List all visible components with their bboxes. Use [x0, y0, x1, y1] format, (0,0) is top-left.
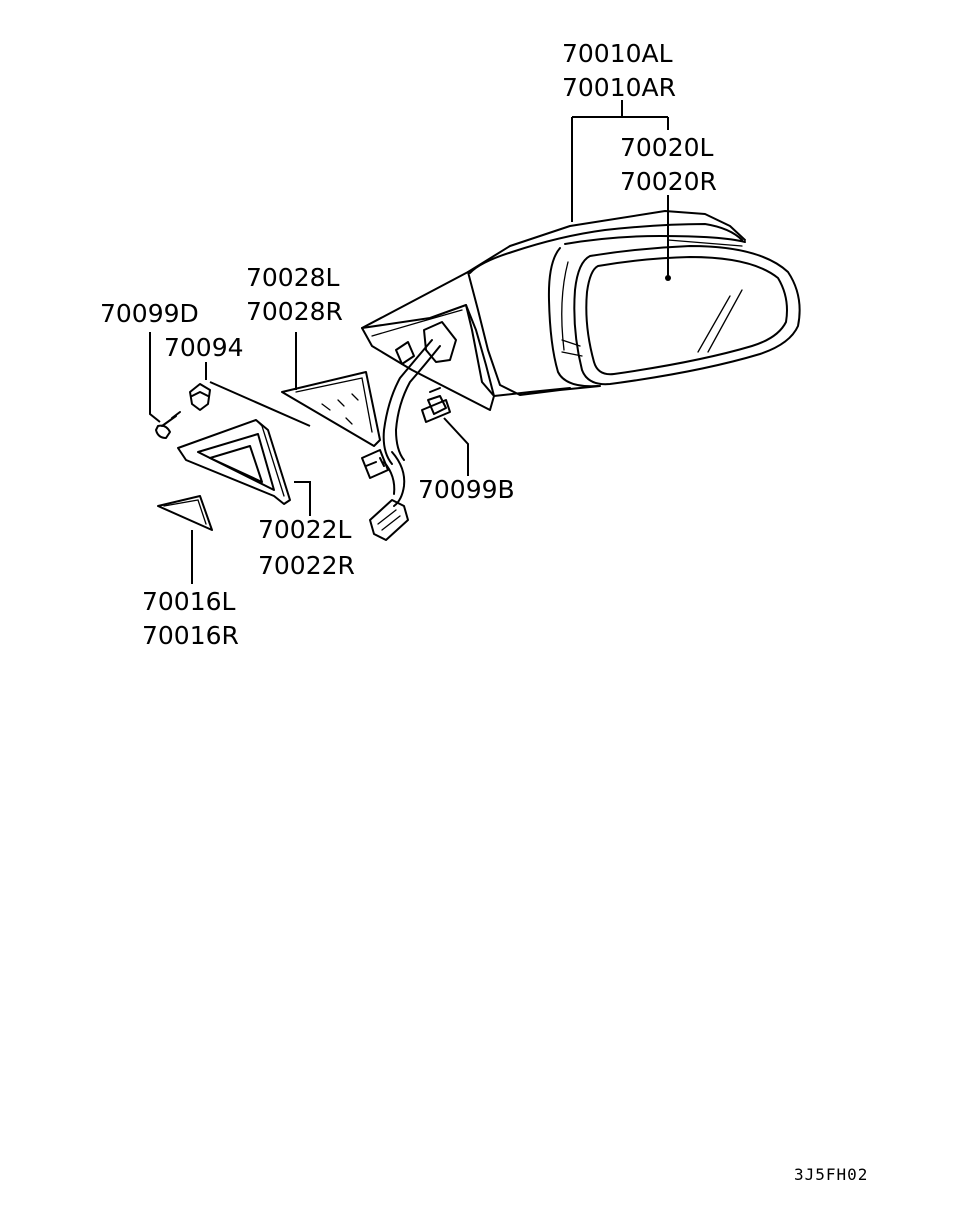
cover [177, 419, 291, 505]
gasket [281, 371, 381, 447]
leader-cover [294, 481, 311, 516]
label-gasket-l: 70028L [246, 263, 340, 292]
figure-code: 3J5FH02 [794, 1165, 868, 1184]
label-screw-d: 70099D [100, 299, 199, 328]
part-labels: 70010AL 70010AR 70020L 70020R 70028L 700… [100, 39, 717, 650]
leader-screw-b [443, 417, 469, 476]
garnish [157, 495, 213, 531]
label-mirror-glass-r: 70020R [620, 167, 717, 196]
screw-b [421, 387, 451, 423]
clip [189, 383, 211, 411]
label-clip: 70094 [164, 333, 244, 362]
mirror-glass [573, 245, 801, 386]
leader-dot-glass [665, 275, 671, 281]
leader-lines [149, 100, 671, 584]
leader-mirror-assembly [571, 100, 669, 222]
label-mirror-glass-l: 70020L [620, 133, 714, 162]
label-gasket-r: 70028R [246, 297, 343, 326]
leader-clip [205, 362, 311, 427]
leader-screw-d [149, 332, 161, 423]
label-mirror-assembly-r: 70010AR [562, 73, 676, 102]
label-mirror-assembly-l: 70010AL [562, 39, 673, 68]
mirror-assembly [361, 210, 746, 541]
label-cover-l: 70022L [258, 515, 352, 544]
screw-d [155, 411, 181, 439]
label-cover-r: 70022R [258, 551, 355, 580]
label-garnish-r: 70016R [142, 621, 239, 650]
label-screw-b: 70099B [418, 475, 515, 504]
label-garnish-l: 70016L [142, 587, 236, 616]
